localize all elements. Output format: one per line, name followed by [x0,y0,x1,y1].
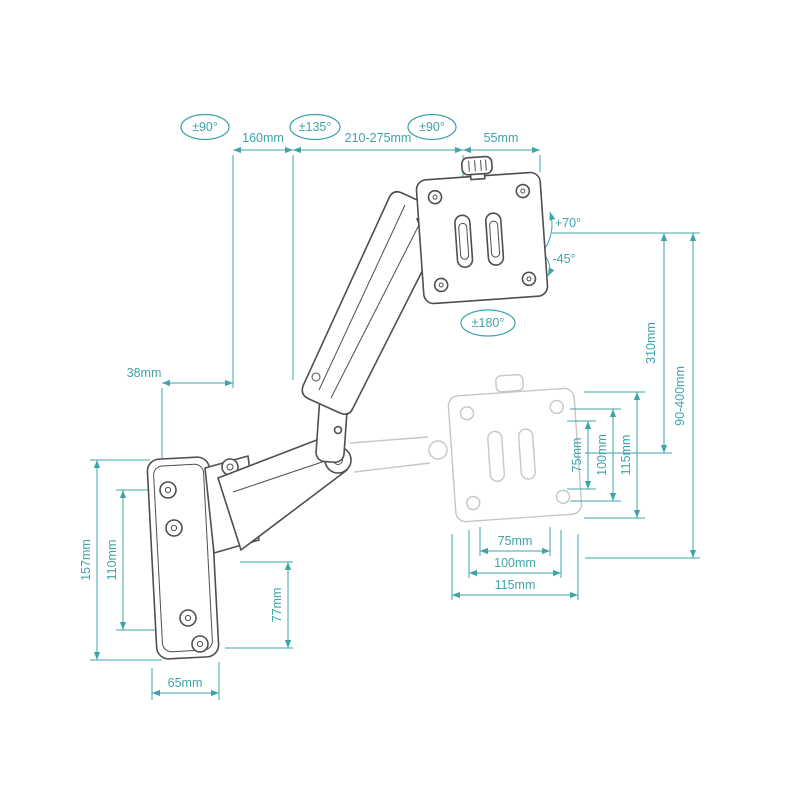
vesa-v75-label: 75mm [570,438,584,473]
swivel-elbow-callout [289,113,341,141]
wall-plate-inner-edge [153,463,213,653]
swivel-elbow-label: ±135° [299,120,332,134]
ghost-slot-right [518,428,536,480]
dimension-labels: ±90° 160mm ±135° 210-275mm ±90° 55mm +70… [79,113,687,690]
screw-hole-center [170,524,178,532]
rotation-label: ±180° [472,316,505,330]
base-hinge-center [226,463,234,471]
vesa-hole-tr-center [520,188,526,194]
knob-stem [469,172,486,181]
ghost-hole-tl [459,406,475,421]
vesa-h100-label: 100mm [494,556,536,570]
knob-body [460,155,493,176]
knob-knurl [485,159,487,171]
arm-drop-label: 77mm [270,588,284,623]
vesa-hole-tl [427,189,443,205]
ghost-vesa-plate [447,373,583,523]
wall-plate-screw-holes [159,481,209,653]
lower-arm-crease [232,458,332,493]
screw-hole-center [164,486,172,494]
mount-drawing [146,155,549,660]
vesa-v100-label: 100mm [595,434,609,476]
post-screw-bottom [333,425,343,435]
vesa-hole-tl-center [432,194,438,200]
vesa-hole-tr [515,183,531,199]
ghost-hole-br [555,489,571,504]
ghost-arm-line-bottom [353,462,431,473]
plate-width-label: 65mm [168,676,203,690]
tilt-up-label: +70° [555,216,581,230]
gas-arm-crease-1 [318,204,406,391]
rotation-callout [460,309,516,337]
tilt-up-arrow [543,211,556,251]
swivel-wall-label: ±90° [192,120,218,134]
arm-length-1-label: 160mm [242,131,284,145]
vesa-h75-label: 75mm [498,534,533,548]
hole-spacing-label: 110mm [105,540,119,581]
screw-hole [165,519,183,537]
wall-plate-body [146,456,220,660]
vesa-hole-br [521,271,537,287]
head-depth-label: 55mm [484,131,519,145]
vesa-hole-bl-center [438,282,444,288]
vesa-v115-label: 115mm [619,435,633,476]
ghost-slot-left [487,430,506,482]
dimension-lines [90,146,700,700]
vesa-h115-label: 115mm [495,578,536,592]
tilt-down-label: -45° [552,252,575,266]
screw-hole [179,609,197,627]
vesa-plate [415,155,549,305]
ghost-arm-line-top [349,436,429,444]
arm-length-2-label: 210-275mm [345,131,412,145]
ghost-plate-body [447,387,583,523]
vesa-hole-bl [433,277,449,293]
vesa-hole-br-center [526,276,532,282]
knob-knurl [474,160,476,172]
ghost-position [349,373,583,523]
tension-knob [460,155,493,181]
ghost-hole-bl [466,495,481,511]
swivel-head-label: ±90° [419,120,445,134]
screw-hole-center [196,640,204,648]
screw-hole [191,635,209,653]
screw-hole-center [184,614,192,622]
screw-hole [159,481,177,499]
ghost-hole-tr [549,399,564,415]
knob-knurl [480,159,482,171]
pivot-offset-label: 38mm [127,366,162,380]
wall-plate [146,456,220,660]
plate-height-label: 157mm [79,539,93,581]
gas-arm-crease-2 [330,214,425,399]
height-range-label: 90-400mm [673,366,687,426]
vesa-slot-right [485,212,505,266]
height-adjust-label: 310mm [644,322,658,364]
vesa-slot-right-inner [489,220,501,258]
gas-arm-screw [311,372,321,382]
swivel-head-callout [407,113,457,141]
ghost-knob [495,373,524,393]
swivel-wall-callout [180,113,230,141]
vesa-slot-left-inner [458,222,470,260]
ghost-joint [428,440,448,460]
vesa-slot-left [454,214,474,269]
knob-knurl [468,160,470,172]
